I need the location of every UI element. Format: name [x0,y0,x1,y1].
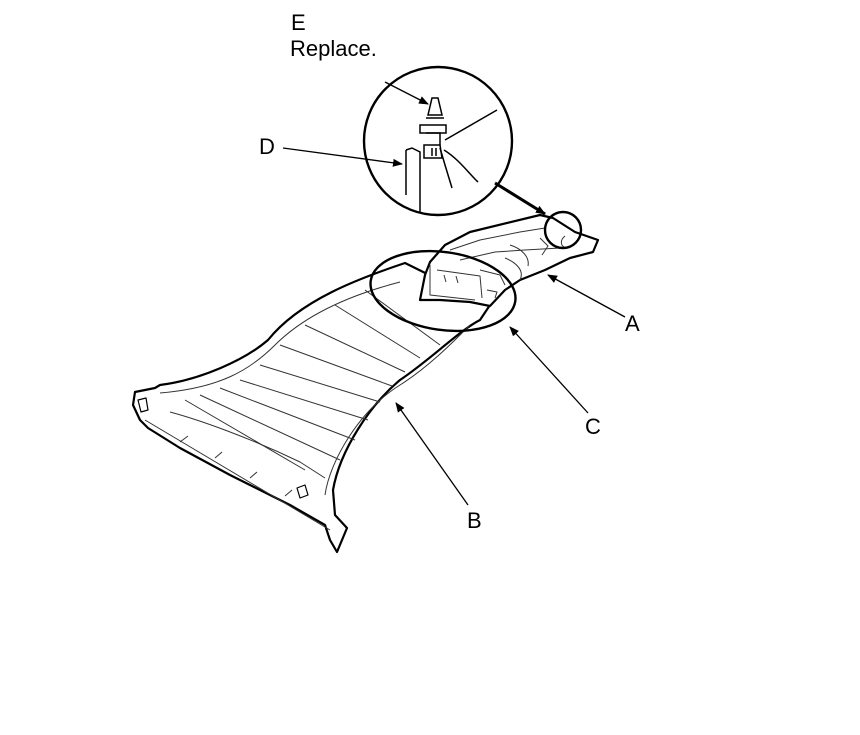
callout-label-b: B [467,508,482,533]
clip-location-circle [543,210,583,250]
overlap-callout-ellipse-c [369,249,517,333]
callout-label-d: D [259,134,275,159]
callout-label-a: A [625,311,640,336]
pillar-trim-lower-b [131,261,492,554]
callout-label-e: E [291,10,306,35]
callout-note-replace: Replace. [290,36,377,61]
pillar-trim-upper-a [418,213,600,308]
leader-lines [282,81,626,506]
clip-detail-magnified [362,65,514,217]
callout-label-c: C [585,414,601,439]
